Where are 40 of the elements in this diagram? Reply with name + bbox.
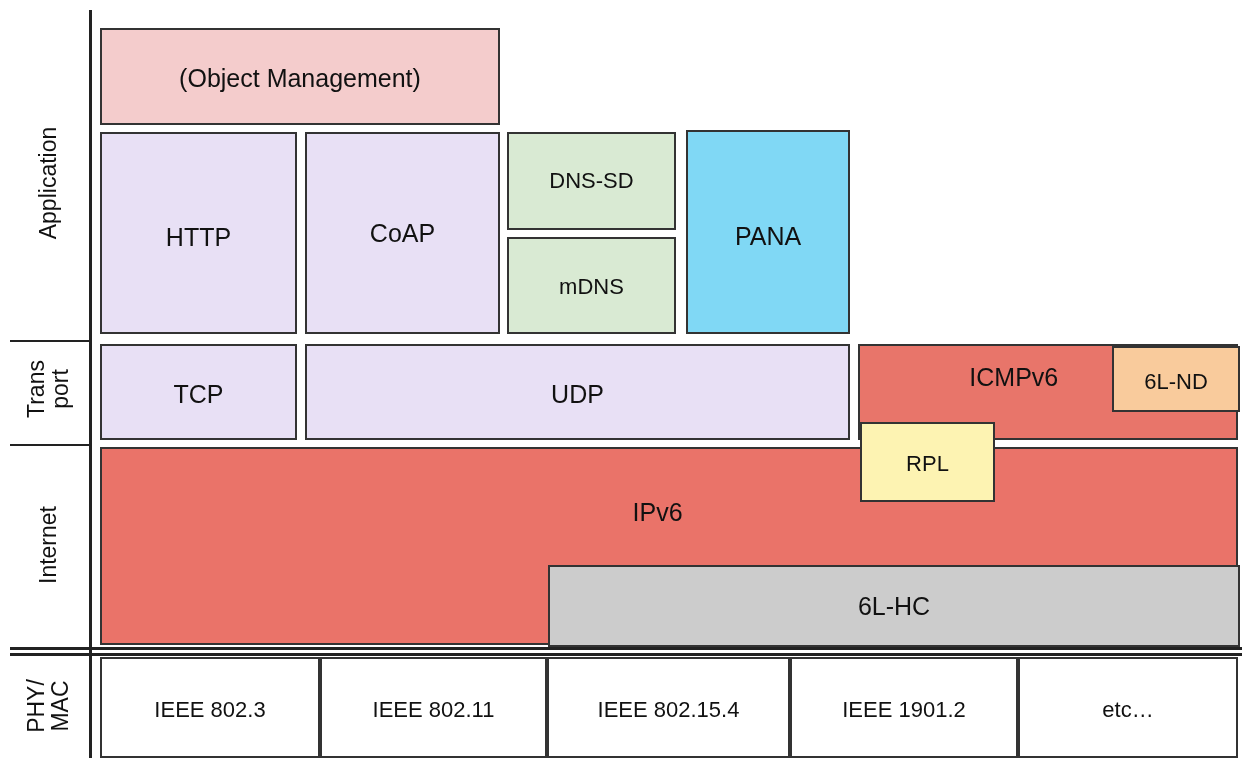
protocol-box <box>100 344 297 440</box>
protocol-name: IEEE 1901.2 <box>842 697 966 722</box>
protocol-name: IPv6 <box>632 499 683 526</box>
layer-name: Application <box>35 126 61 240</box>
protocol-name: DNS-SD <box>549 169 634 193</box>
protocol-name: HTTP <box>165 223 232 251</box>
layer-name: Trans port <box>23 359 73 419</box>
protocol-box <box>320 657 547 758</box>
protocol-name: TCP <box>173 380 224 408</box>
protocol-box <box>100 28 500 125</box>
protocol-name: 6L-ND <box>1144 370 1208 394</box>
protocol-name: mDNS <box>559 275 624 299</box>
protocol-name: etc… <box>1102 697 1154 722</box>
protocol-box <box>507 237 676 334</box>
protocol-box <box>100 447 1238 645</box>
protocol-box <box>305 344 850 440</box>
protocol-box <box>686 130 850 334</box>
protocol-name: IEEE 802.15.4 <box>597 697 740 722</box>
protocol-box <box>305 132 500 334</box>
protocol-box <box>507 132 676 230</box>
protocol-box <box>548 565 1240 647</box>
protocol-name: (Object Management) <box>179 65 421 92</box>
layer-name: Internet <box>35 505 61 584</box>
protocol-name: UDP <box>551 380 604 408</box>
protocol-name: CoAP <box>369 219 436 247</box>
protocol-box <box>1018 657 1238 758</box>
protocol-name: RPL <box>906 452 949 476</box>
protocol-name: IEEE 802.3 <box>154 697 266 722</box>
protocol-name: ICMPv6 <box>969 363 1059 390</box>
protocol-box <box>860 422 995 502</box>
protocol-box <box>547 657 790 758</box>
protocol-box <box>100 132 297 334</box>
protocol-box <box>1112 346 1240 412</box>
protocol-box <box>790 657 1018 758</box>
protocol-box <box>858 344 1238 440</box>
protocol-box <box>100 657 320 758</box>
protocol-name: 6L-HC <box>857 592 931 620</box>
protocol-name: PANA <box>734 222 802 250</box>
protocol-name: IEEE 802.11 <box>372 697 495 722</box>
layer-name: PHY/ MAC <box>23 677 73 735</box>
